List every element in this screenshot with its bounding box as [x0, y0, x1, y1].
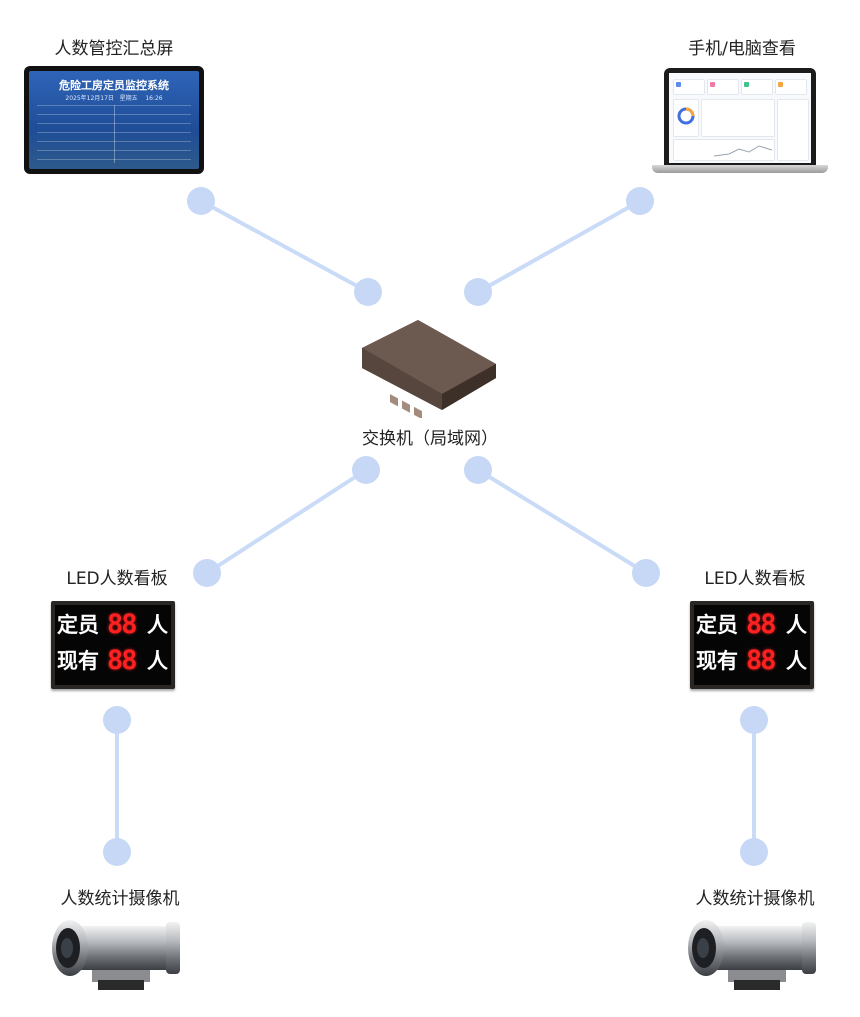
- led-quota-digits: 88: [746, 609, 777, 640]
- line-screen-switch: [199, 199, 370, 294]
- dashboard-donut-panel: [673, 99, 699, 137]
- network-switch-image: [362, 320, 496, 418]
- connector-dot: [352, 456, 380, 484]
- led-quota-digits: 88: [107, 609, 138, 640]
- led-current-text: 现有: [57, 649, 99, 673]
- led-current-unit: 人: [786, 649, 807, 673]
- led-row-quota: 定员 88 人: [694, 609, 807, 643]
- led-current-unit: 人: [147, 649, 168, 673]
- connector-dot: [626, 187, 654, 215]
- line-chart-icon: [713, 145, 773, 157]
- led-row-current: 现有 88 人: [694, 645, 807, 679]
- laptop-label: 手机/电脑查看: [688, 39, 796, 59]
- led-quota-unit: 人: [786, 613, 807, 637]
- dashboard-chart-panel: [673, 139, 775, 161]
- line-switch-led-left: [205, 468, 368, 575]
- big-screen-label: 人数管控汇总屏: [54, 39, 174, 59]
- led-board-right: 定员 88 人 现有 88 人: [690, 601, 814, 689]
- led-quota-unit: 人: [147, 613, 168, 637]
- led-current-digits: 88: [107, 645, 138, 676]
- led-left-label: LED人数看板: [66, 569, 168, 589]
- led-face: [694, 605, 810, 685]
- led-right-label: LED人数看板: [704, 569, 806, 589]
- connector-dot: [464, 456, 492, 484]
- line-laptop-switch: [476, 199, 642, 294]
- screen-date: 2025年12月17日: [65, 95, 114, 102]
- screen-time: 16:26: [145, 95, 163, 102]
- led-quota-text: 定员: [696, 613, 738, 637]
- connector-dot: [193, 559, 221, 587]
- donut-icon: [677, 107, 695, 125]
- laptop-dashboard: [669, 73, 811, 163]
- screen-table-divider: [114, 105, 115, 163]
- dashboard-card: [673, 79, 705, 95]
- connector-dot: [354, 278, 382, 306]
- led-current-digits: 88: [746, 645, 777, 676]
- screen-table-grid: [37, 105, 191, 163]
- screen-weekday: 星期五: [119, 95, 138, 102]
- laptop-base: [652, 165, 828, 173]
- camera-left-image: [52, 920, 180, 990]
- laptop-image: [664, 68, 816, 166]
- connector-dot: [632, 559, 660, 587]
- connector-dot: [740, 706, 768, 734]
- screen-datetime: 2025年12月17日 星期五 16:26: [29, 93, 199, 102]
- dashboard-card: [707, 79, 739, 95]
- camera-left-label: 人数统计摄像机: [60, 889, 180, 909]
- line-switch-led-right: [476, 468, 648, 575]
- camera-right-label: 人数统计摄像机: [695, 889, 815, 909]
- led-row-quota: 定员 88 人: [55, 609, 168, 643]
- dashboard-card: [775, 79, 807, 95]
- summary-screen-image: 危险工房定员监控系统 2025年12月17日 星期五 16:26: [24, 66, 204, 174]
- screen-title: 危险工房定员监控系统: [59, 79, 169, 92]
- camera-right-image: [688, 920, 816, 990]
- dashboard-list-panel: [701, 99, 775, 137]
- led-board-left: 定员 88 人 现有 88 人: [51, 601, 175, 689]
- led-row-current: 现有 88 人: [55, 645, 168, 679]
- connector-dot: [103, 706, 131, 734]
- dashboard-side-panel: [777, 99, 809, 161]
- connector-dot: [187, 187, 215, 215]
- led-face: [55, 605, 171, 685]
- dashboard-card: [741, 79, 773, 95]
- connector-dot: [103, 838, 131, 866]
- connector-dot: [464, 278, 492, 306]
- led-current-text: 现有: [696, 649, 738, 673]
- connector-dot: [740, 838, 768, 866]
- led-quota-text: 定员: [57, 613, 99, 637]
- switch-label: 交换机（局域网）: [362, 429, 498, 449]
